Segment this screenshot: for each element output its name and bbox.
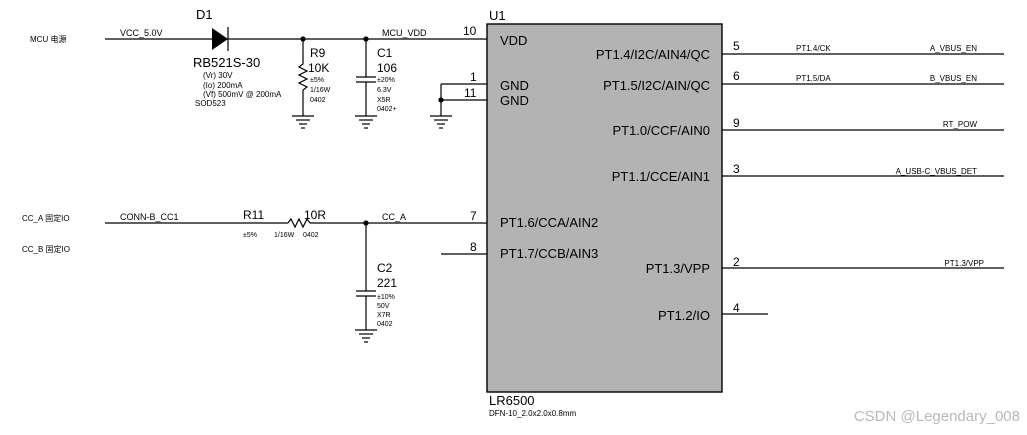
pin-far-net-label: PT1.3/VPP <box>944 259 984 268</box>
pin-label: PT1.3/VPP <box>646 261 710 276</box>
c2-ref: C2 <box>377 261 393 275</box>
resistor-r11 <box>287 217 311 229</box>
pin-label: PT1.1/CCE/AIN1 <box>612 169 710 184</box>
c2-spec-dielectric: X7R <box>377 312 391 319</box>
d1-spec-io: (Io) 200mA <box>203 81 243 90</box>
right-pin-2: 2 PT1.3/VPP PT1.3/VPP <box>646 255 1004 276</box>
r9-spec-pkg: 0402 <box>310 97 326 104</box>
pin-number: 10 <box>463 24 477 38</box>
pin-label: VDD <box>500 33 527 48</box>
pin-number: 7 <box>470 209 477 223</box>
pin-number: 9 <box>733 116 740 130</box>
c1-spec-voltage: 6.3V <box>377 87 392 94</box>
pin-number: 8 <box>470 240 477 254</box>
pin-label: GND <box>500 93 529 108</box>
pin-label: GND <box>500 78 529 93</box>
d1-spec-vf: (Vf) 500mV @ 200mA <box>203 90 282 99</box>
pin-far-net-label: RT_POW <box>943 120 978 129</box>
right-pin-6: 6 PT1.5/I2C/AIN/QC PT1.5/DA B_VBUS_EN <box>603 69 1004 93</box>
c1-value: 106 <box>377 61 397 75</box>
d1-value: RB521S-30 <box>193 55 260 70</box>
pin-number: 6 <box>733 69 740 83</box>
ground-icon <box>430 115 452 129</box>
diode-d1 <box>212 27 229 51</box>
right-pin-3: 3 PT1.1/CCE/AIN1 A_USB-C_VBUS_DET <box>612 162 1004 184</box>
watermark: CSDN @Legendary_008 <box>854 408 1020 425</box>
pin-label: PT1.7/CCB/AIN3 <box>500 246 598 261</box>
cc-b-port: CC_B 固定IO <box>22 244 70 254</box>
pin-label: PT1.5/I2C/AIN/QC <box>603 78 710 93</box>
c2-spec-pkg: 0402 <box>377 321 393 328</box>
r11-value: 10R <box>304 208 326 222</box>
c1-ref: C1 <box>377 46 393 60</box>
pin-net-label: PT1.5/DA <box>796 74 831 83</box>
pin-label: PT1.6/CCA/AIN2 <box>500 215 598 230</box>
pin-number: 3 <box>733 162 740 176</box>
chip-part: LR6500 <box>489 393 535 408</box>
r9-ref: R9 <box>310 46 326 60</box>
pin-net-label: PT1.4/CK <box>796 44 831 53</box>
c1-spec-tol: ±20% <box>377 77 395 84</box>
conn-cc1-net-label: CONN-B_CC1 <box>120 212 179 222</box>
pin-number: 5 <box>733 39 740 53</box>
r11-ref: R11 <box>243 208 264 222</box>
pin-label: PT1.4/I2C/AIN4/QC <box>596 47 710 62</box>
r9-spec-tol: ±5% <box>310 77 324 84</box>
pin-number: 2 <box>733 255 740 269</box>
r9-value: 10K <box>308 61 329 75</box>
resistor-r9 <box>297 39 309 116</box>
pin-label: PT1.0/CCF/AIN0 <box>612 123 710 138</box>
cc-a-net-label: CC_A <box>382 212 406 222</box>
d1-package: SOD523 <box>195 99 226 108</box>
chip-ref: U1 <box>489 8 506 23</box>
junction-dot <box>438 97 444 103</box>
pin-far-net-label: A_VBUS_EN <box>930 44 977 53</box>
c2-spec-voltage: 50V <box>377 303 390 310</box>
r9-spec-power: 1/16W <box>310 87 331 94</box>
r11-tol: ±5% <box>243 232 257 239</box>
ground-icon <box>355 329 377 343</box>
right-pin-4: 4 PT1.2/IO <box>658 301 768 323</box>
c1-spec-dielectric: X5R <box>377 97 391 104</box>
c2-spec-tol: ±10% <box>377 294 395 301</box>
pin-number: 1 <box>470 70 477 84</box>
pin-far-net-label: A_USB-C_VBUS_DET <box>896 167 977 176</box>
right-pin-5: 5 PT1.4/I2C/AIN4/QC PT1.4/CK A_VBUS_EN <box>596 39 1004 62</box>
cc-a-port: CC_A 固定IO <box>22 213 70 223</box>
vcc-net-label: VCC_5.0V <box>120 28 163 38</box>
chip-body <box>486 23 723 393</box>
diode-triangle-icon <box>212 28 228 50</box>
pin-number: 11 <box>464 86 477 100</box>
c2-value: 221 <box>377 276 397 290</box>
r11-power: 1/16W <box>274 232 295 239</box>
pin-label: PT1.2/IO <box>658 308 710 323</box>
pin-number: 4 <box>733 301 740 315</box>
mcu-vdd-net-label: MCU_VDD <box>382 28 427 38</box>
d1-ref: D1 <box>196 7 213 22</box>
ground-icon <box>355 115 377 129</box>
c1-spec-pkg: 0402+ <box>377 106 397 113</box>
right-pin-9: 9 PT1.0/CCF/AIN0 RT_POW <box>612 116 1004 138</box>
r11-package: 0402 <box>303 232 319 239</box>
d1-spec-vr: (Vr) 30V <box>203 71 233 80</box>
chip-package: DFN-10_2.0x2.0x0.8mm <box>489 409 576 418</box>
ground-icon <box>292 115 314 129</box>
mcu-power-port: MCU 电源 <box>30 34 66 44</box>
pin-far-net-label: B_VBUS_EN <box>930 74 977 83</box>
